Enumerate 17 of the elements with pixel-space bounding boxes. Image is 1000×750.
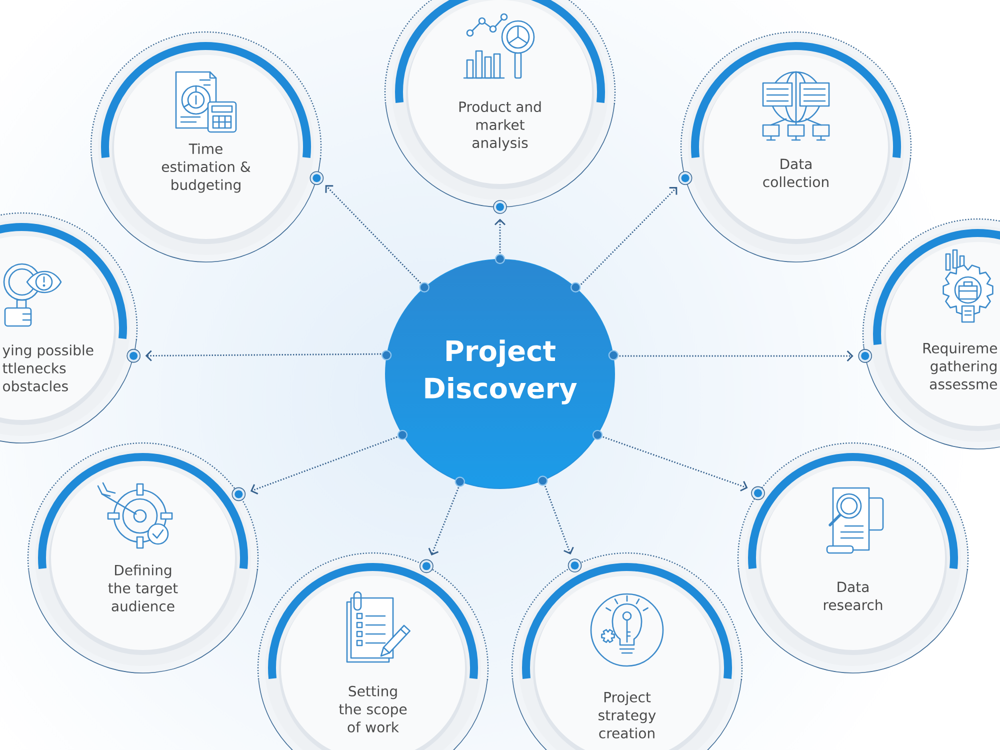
node-label: Setting the scope of work [339, 686, 407, 732]
arrow [494, 218, 506, 254]
arrow [145, 350, 381, 362]
arrow [619, 350, 854, 362]
node-label: Data collection [763, 158, 828, 188]
node-label: Project strategy creation [598, 692, 656, 738]
arrow [250, 436, 398, 494]
arrow [428, 487, 460, 556]
arrow [602, 436, 748, 492]
node-label: Defining the target audience [108, 564, 178, 612]
arrow [325, 185, 422, 284]
node-label: Time estimation & budgeting [162, 143, 250, 193]
arrow [580, 186, 678, 285]
node-label: Product and market analysis [459, 101, 541, 151]
node-label: ying possible ttlenecks obstacles [2, 344, 94, 392]
arrow [544, 486, 574, 555]
node-label: Data research [824, 582, 882, 610]
